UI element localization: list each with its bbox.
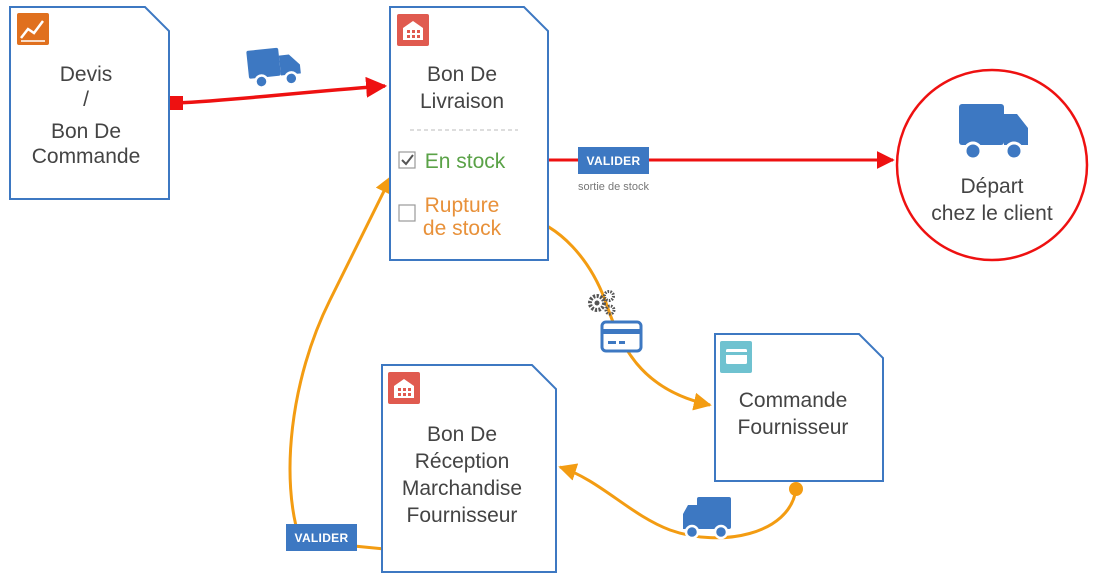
- connector-commande: [789, 482, 803, 496]
- devis-line-4: Commande: [32, 145, 141, 168]
- valider-reception-label: VALIDER: [295, 531, 349, 545]
- out-of-stock-line-1: Rupture: [425, 194, 500, 217]
- flow-commande-to-reception: [558, 463, 798, 540]
- credit-card-icon: [600, 320, 643, 353]
- flow-rupture-to-commande: [523, 215, 712, 411]
- depart-line-1: Départ: [960, 175, 1023, 198]
- doc-devis[interactable]: Devis / Bon De Commande: [9, 6, 170, 200]
- livraison-line-2: Livraison: [420, 90, 504, 113]
- truck-icon: [959, 104, 1028, 161]
- devis-line-2: /: [83, 88, 89, 111]
- out-of-stock-line-2: de stock: [423, 217, 502, 240]
- warehouse-icon: [397, 14, 429, 46]
- out-of-stock-checkbox[interactable]: [398, 204, 416, 222]
- commande-line-1: Commande: [739, 389, 848, 412]
- warehouse-icon: [388, 372, 420, 404]
- valider-stock-label: VALIDER: [587, 154, 641, 168]
- truck-icon: [683, 497, 731, 540]
- in-stock-label: En stock: [425, 150, 506, 173]
- reception-line-4: Fournisseur: [407, 504, 518, 527]
- valider-stock-caption: sortie de stock: [578, 181, 649, 193]
- chart-line-icon: [17, 13, 49, 45]
- devis-line-3: Bon De: [51, 120, 121, 143]
- in-stock-checkbox[interactable]: [398, 151, 416, 169]
- devis-line-1: Devis: [60, 63, 113, 86]
- truck-icon: [246, 47, 301, 89]
- connector-devis: [169, 96, 183, 110]
- doc-depart[interactable]: Départ chez le client: [895, 68, 1089, 262]
- depart-line-2: chez le client: [931, 202, 1053, 225]
- reception-line-3: Marchandise: [402, 477, 522, 500]
- doc-commande-fournisseur[interactable]: Commande Fournisseur: [714, 333, 884, 482]
- gears-icon: [588, 290, 616, 316]
- valider-stock-button[interactable]: VALIDER: [578, 147, 649, 174]
- reception-line-1: Bon De: [427, 423, 497, 446]
- flow-devis-to-livraison: [175, 76, 388, 105]
- credit-card-icon: [720, 341, 752, 373]
- valider-reception-button[interactable]: VALIDER: [286, 524, 357, 551]
- commande-line-2: Fournisseur: [738, 416, 849, 439]
- livraison-line-1: Bon De: [427, 63, 497, 86]
- doc-livraison[interactable]: Bon De Livraison En stock Rupture de sto…: [389, 6, 549, 261]
- reception-line-2: Réception: [415, 450, 510, 473]
- doc-reception[interactable]: Bon De Réception Marchandise Fournisseur: [381, 364, 557, 573]
